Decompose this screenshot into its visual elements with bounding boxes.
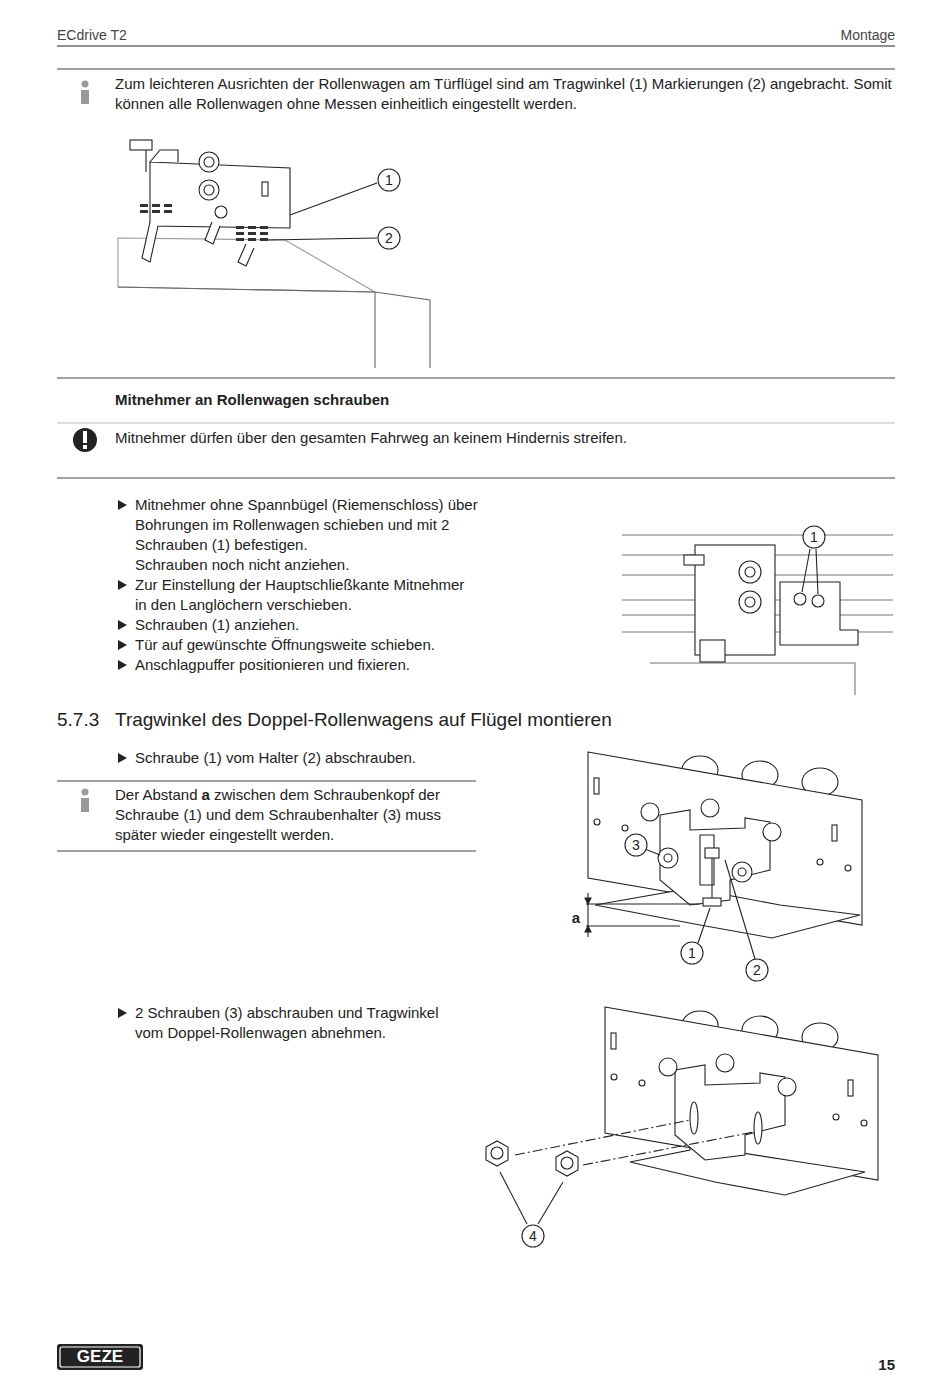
warning-icon <box>73 428 97 452</box>
step-text: 2 Schrauben (3) abschrauben und Tragwink… <box>135 1003 470 1043</box>
page-number: 15 <box>795 1355 895 1375</box>
callout-number: 2 <box>746 959 768 981</box>
section-header: Montage <box>695 25 895 45</box>
step-text: Anschlagpuffer positionieren und fixiere… <box>135 655 480 675</box>
running-header: ECdrive T2 <box>57 25 257 45</box>
info-note: Zum leichteren Ausrichten der Rollenwage… <box>115 74 905 114</box>
callout-number: 3 <box>625 834 647 856</box>
callout-number: 1 <box>681 942 703 964</box>
note-text: Der Abstand <box>115 786 198 803</box>
section-title: Tragwinkel des Doppel-Rollenwagens auf F… <box>115 707 675 733</box>
figure-double-carriage <box>585 752 862 981</box>
step-text: Mitnehmer ohne Spannbügel (Riemenschloss… <box>135 495 480 555</box>
step-text: Tür auf gewünschte Öffnungsweite schiebe… <box>135 635 480 655</box>
figure-driver-mount <box>622 526 893 695</box>
info-note: Der Abstandazwischen dem Schraubenkopf d… <box>115 785 473 845</box>
step-text: Zur Einstellung der Hauptschließkante Mi… <box>135 575 480 615</box>
step-text: Schrauben noch nicht anziehen. <box>135 555 480 575</box>
rules <box>57 46 895 851</box>
callout-number: 2 <box>378 227 400 249</box>
step-text: Schraube (1) vom Halter (2) abschrauben. <box>135 748 480 768</box>
warning-note: Mitnehmer dürfen über den gesamten Fahrw… <box>115 428 875 448</box>
figure-carriage-markings <box>118 140 430 368</box>
section-number: 5.7.3 <box>57 707 117 733</box>
step-text: Schrauben (1) anziehen. <box>135 615 480 635</box>
note-text: a <box>202 786 210 803</box>
dimension-label: a <box>568 908 584 928</box>
callout-number: 1 <box>803 526 825 548</box>
step-heading: Mitnehmer an Rollenwagen schrauben <box>115 390 875 410</box>
figure-carriage-removal <box>486 1007 878 1247</box>
brand-logo-text: GEZE <box>60 1347 140 1367</box>
geze-logo <box>57 1344 143 1370</box>
bullet-markers <box>118 500 127 1018</box>
callout-number: 4 <box>522 1225 544 1247</box>
callout-number: 1 <box>378 169 400 191</box>
